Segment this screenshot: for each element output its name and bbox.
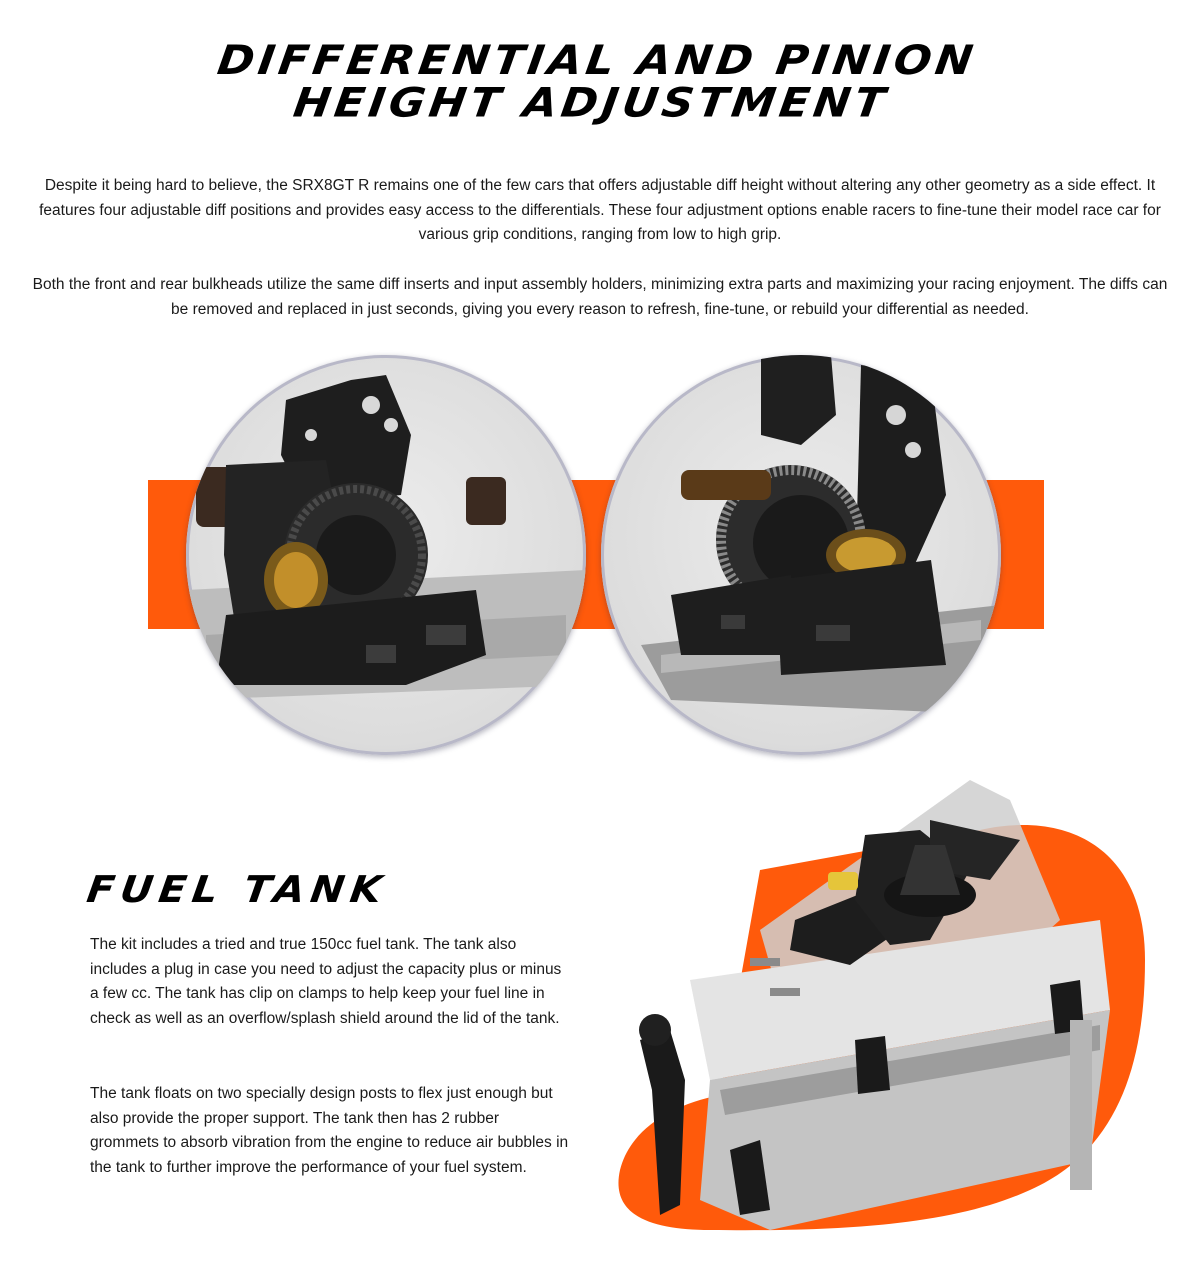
diff-section-title: DIFFERENTIAL AND PINION HEIGHT ADJUSTMEN…: [0, 37, 1200, 127]
rear-diff-image: [601, 355, 1001, 755]
diff-paragraph-2: Both the front and rear bulkheads utiliz…: [32, 276, 1168, 318]
fuel-paragraph-1: The kit includes a tried and true 150cc …: [90, 936, 562, 1027]
fuel-section-title: FUEL TANK: [84, 869, 391, 912]
diff-paragraph-1: Despite it being hard to believe, the SR…: [39, 177, 1161, 243]
front-diff-illustration: [186, 375, 586, 700]
diff-title-line2: HEIGHT ADJUSTMENT: [290, 79, 892, 127]
front-diff-image: [186, 355, 586, 755]
fuel-paragraph-2: The tank floats on two specially design …: [90, 1085, 569, 1176]
diff-title-line1: DIFFERENTIAL AND PINION: [214, 37, 980, 85]
fuel-tank-image: [600, 760, 1160, 1260]
fuel-tank-illustration: [618, 780, 1145, 1231]
rear-diff-illustration: [641, 355, 1001, 715]
